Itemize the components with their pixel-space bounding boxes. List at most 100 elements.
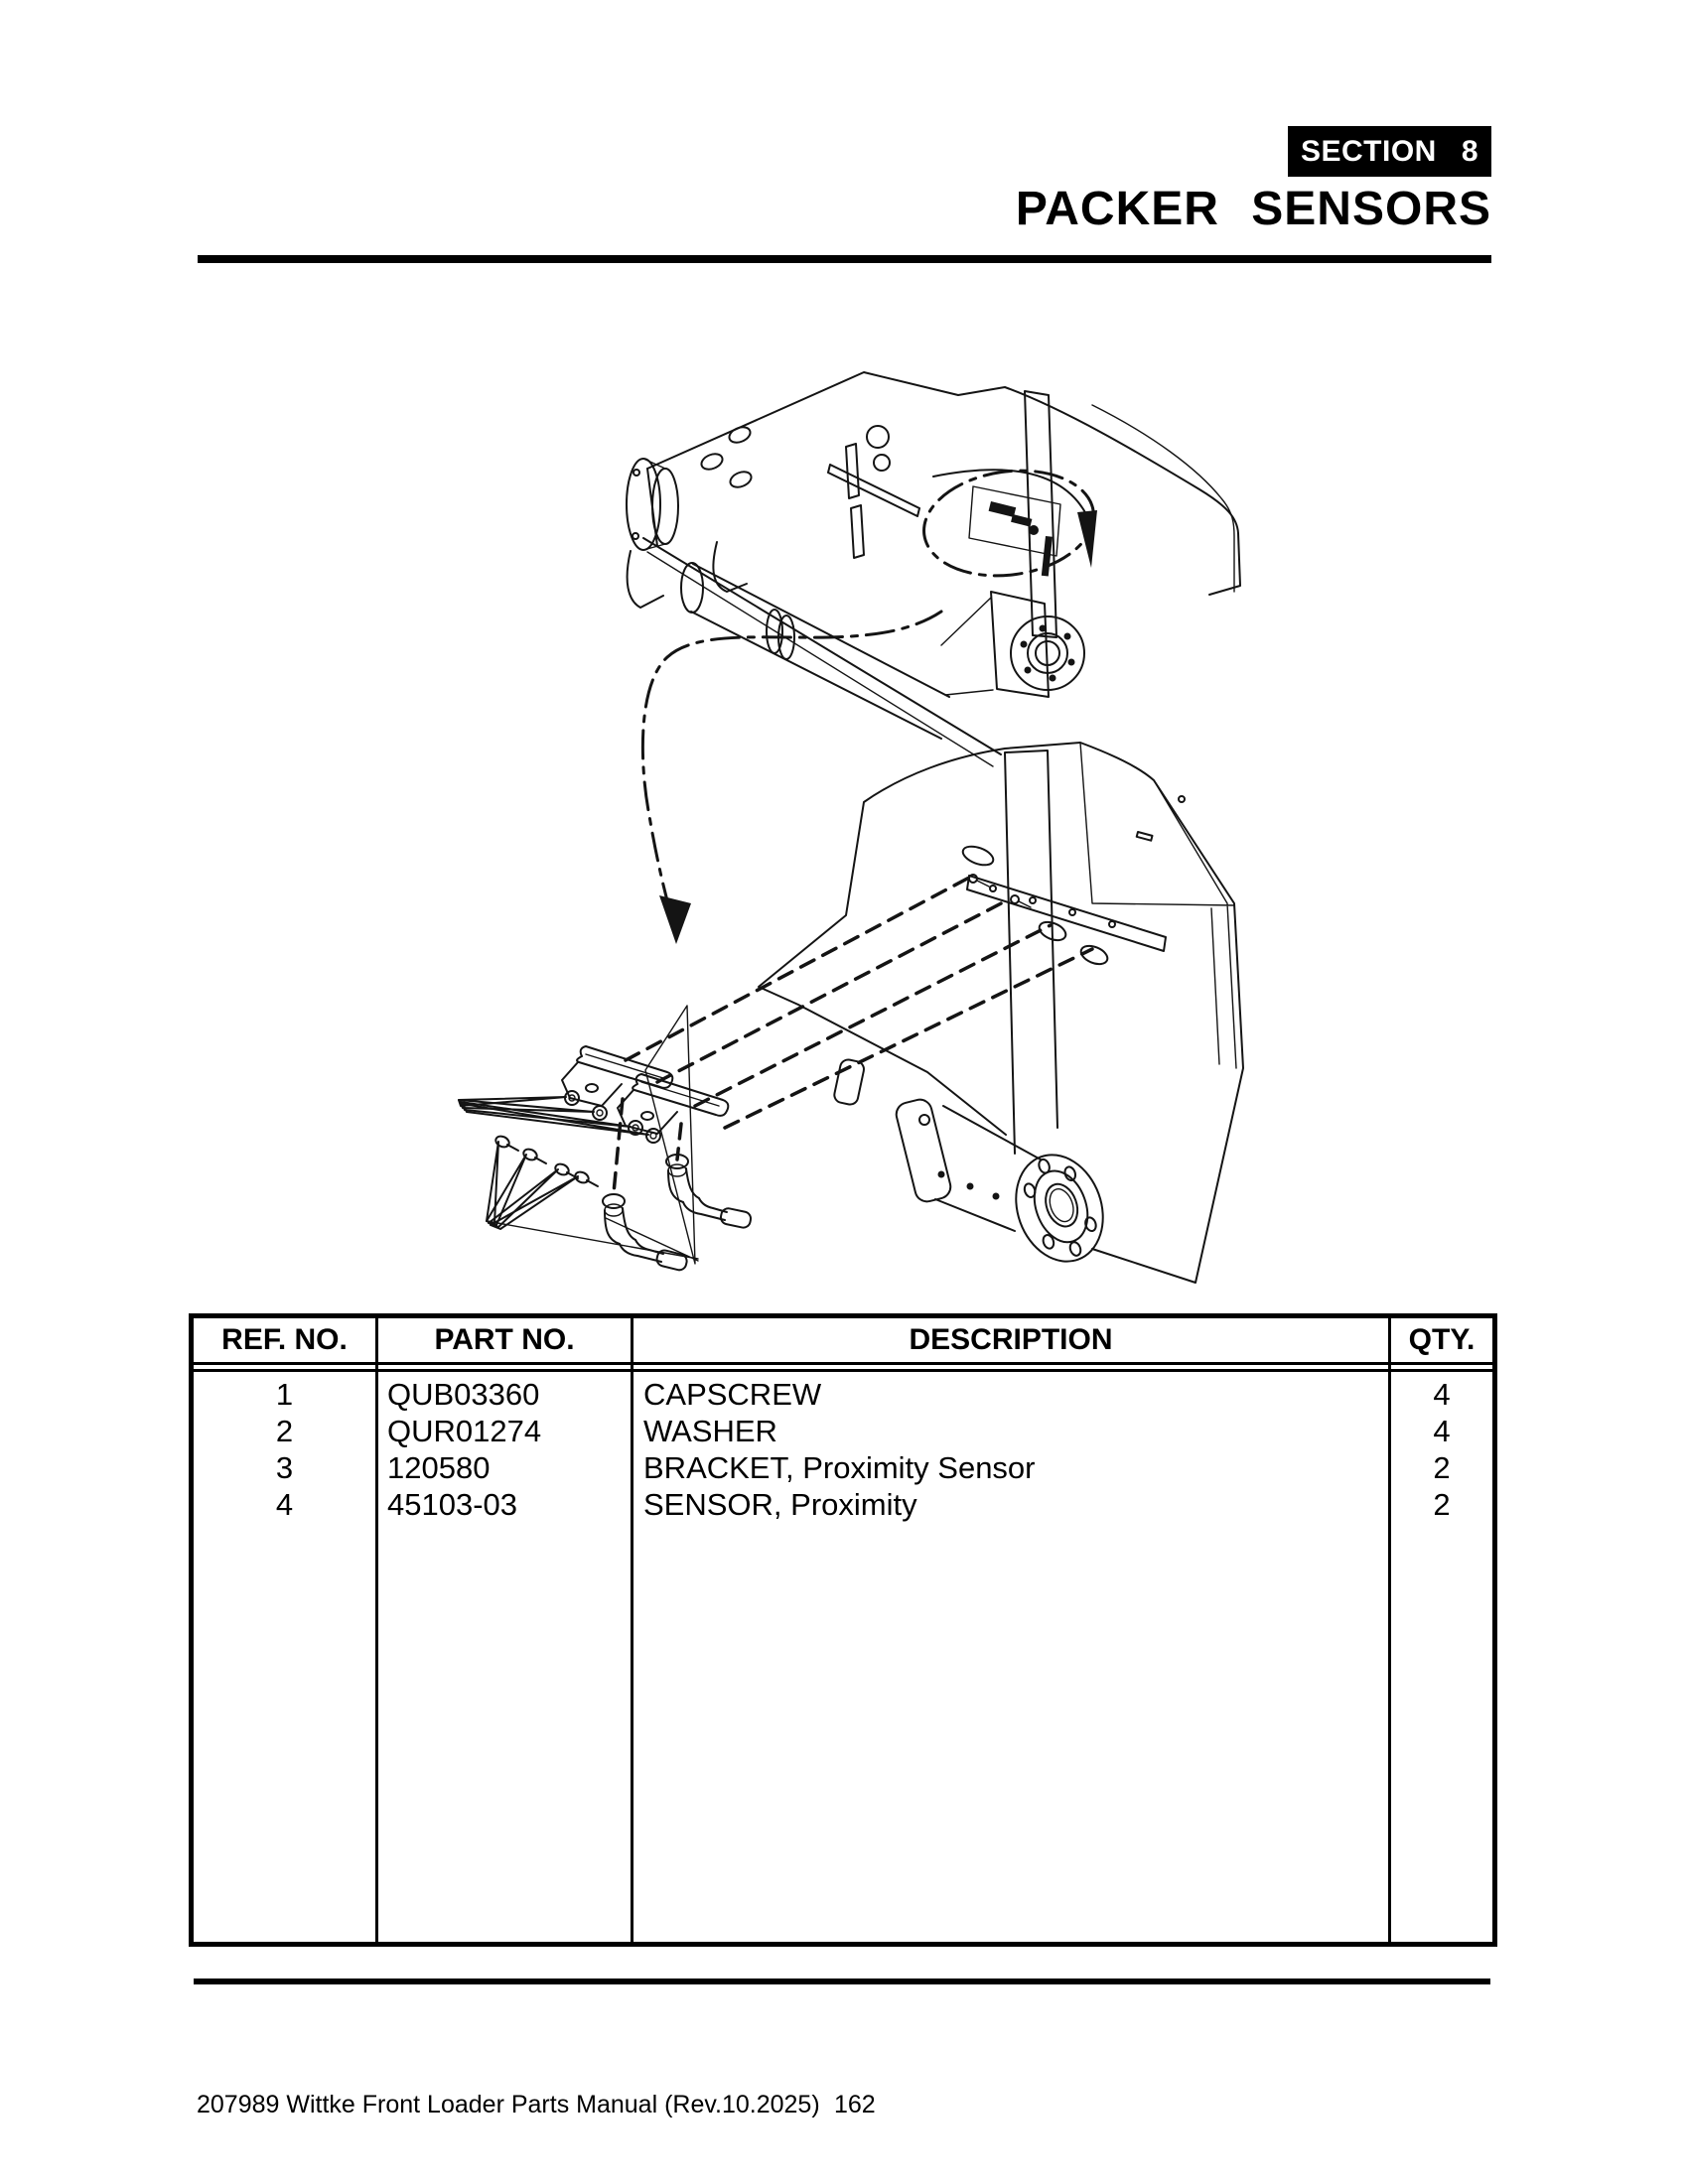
footer-manual-title: 207989 Wittke Front Loader Parts Manual … <box>197 2091 820 2118</box>
cyl-bolt <box>937 1170 945 1178</box>
qty-cell: 2 <box>1433 1450 1451 1485</box>
bar-pad <box>961 845 995 867</box>
cylinder-lines <box>934 1105 1042 1232</box>
bar-pad <box>1079 944 1109 966</box>
plate-hole <box>700 453 724 471</box>
plate-round-hole <box>873 454 891 472</box>
hub-bore-outer <box>1045 1182 1079 1228</box>
hub-flange-ring <box>1033 1169 1089 1244</box>
ref-no-cell: 2 <box>275 1414 294 1448</box>
part-no-cell: 120580 <box>387 1450 491 1485</box>
lower-body-folds <box>1079 742 1237 1069</box>
column-description: DESCRIPTION CAPSCREW WASHER BRACKET, Pro… <box>633 1318 1391 1942</box>
projection-line <box>723 947 1094 1130</box>
cyl-bolt <box>992 1192 1000 1200</box>
exploded-view <box>458 742 1244 1284</box>
proximity-sensor <box>665 1154 753 1229</box>
rotation-arrow-arc <box>932 469 1087 515</box>
washer <box>564 1090 580 1106</box>
capscrew <box>574 1170 599 1187</box>
part-no-cell: QUB03360 <box>387 1377 540 1412</box>
proximity-sensor <box>602 1193 688 1272</box>
bracket-hole <box>640 1111 654 1121</box>
ram-end-cap <box>680 562 704 614</box>
panel-hole <box>1178 795 1186 803</box>
washer-hole <box>596 1109 604 1117</box>
hub-bore <box>1035 640 1060 666</box>
column-ref-no: REF. NO. 1 2 3 4 <box>194 1318 378 1942</box>
leader-arrow-fan-washers <box>458 1096 649 1136</box>
washer <box>628 1120 643 1136</box>
part-no-cell: QUR01274 <box>387 1414 542 1448</box>
capscrew <box>522 1148 547 1164</box>
hub-bolt-hole <box>1068 1241 1082 1257</box>
hub-plate <box>895 1098 952 1203</box>
part-no-cell: 45103-03 <box>387 1487 518 1522</box>
col-header-ref-no: REF. NO. <box>221 1323 348 1356</box>
hub-ring <box>1027 632 1068 674</box>
lower-body-outline <box>758 742 1244 1284</box>
cyl-bolt <box>966 1182 974 1190</box>
left-flange-inner <box>651 468 679 545</box>
body-outline <box>646 371 1241 596</box>
ram-collar <box>766 609 783 654</box>
column-qty: QTY. 4 4 2 2 <box>1391 1318 1492 1942</box>
hub-outer <box>1010 615 1085 691</box>
hub-bore-inner <box>1049 1187 1074 1223</box>
bar-pad <box>1038 920 1067 942</box>
description-cell: CAPSCREW <box>643 1377 822 1412</box>
description-cell: WASHER <box>643 1414 777 1448</box>
bar-hole <box>989 885 997 892</box>
section-number: 8 <box>1461 134 1478 168</box>
washer <box>645 1128 661 1144</box>
hub-bracket <box>990 591 1050 698</box>
section-label: SECTION <box>1301 134 1437 168</box>
hub-bolt-hole <box>1042 1234 1055 1250</box>
plate-slot <box>845 443 865 559</box>
bar-hole <box>1029 896 1037 904</box>
mounting-bar <box>966 875 1167 952</box>
installed-sensor-tip <box>1029 525 1039 535</box>
ram-cylinder <box>690 563 950 740</box>
hub-flange-outer <box>1015 1154 1104 1263</box>
hub-bolt-hole <box>1063 1165 1077 1182</box>
capscrews <box>494 1135 599 1187</box>
long-slot <box>827 464 920 517</box>
bar-hole <box>1108 920 1116 928</box>
installed-sensor <box>1011 514 1033 527</box>
col-header-qty: QTY. <box>1408 1323 1476 1356</box>
column-part-no: PART NO. QUB03360 QUR01274 120580 45103-… <box>378 1318 633 1942</box>
projection-line <box>655 897 1011 1084</box>
packer-assembly-top-view <box>626 371 1241 767</box>
bottom-tube <box>833 1058 865 1106</box>
flange-links <box>642 458 666 551</box>
detail-callout-ellipse <box>922 469 1095 578</box>
pedestal-left <box>626 550 664 609</box>
bar-screw-shank <box>976 880 990 887</box>
ref-no-cell: 1 <box>275 1377 294 1412</box>
pedestal-mid <box>712 541 748 593</box>
bar-screw-shank <box>1018 900 1032 908</box>
proximity-sensor-bracket <box>617 1073 730 1135</box>
washers <box>564 1090 661 1144</box>
col-header-description: DESCRIPTION <box>909 1323 1113 1356</box>
bottom-rule <box>194 1979 1490 1984</box>
plate-round-hole <box>866 425 890 449</box>
flange-bolt <box>633 469 640 477</box>
washer <box>592 1105 608 1121</box>
qty-cell: 2 <box>1433 1487 1451 1522</box>
hub-bolts <box>1020 624 1075 682</box>
ref-no-cell: 4 <box>275 1487 294 1522</box>
plate-hole <box>728 426 752 444</box>
leader-arrow <box>490 1175 579 1230</box>
footer-page-number: 162 <box>834 2091 876 2118</box>
beam-top-edge <box>642 537 1002 755</box>
qty-cell: 4 <box>1433 1377 1451 1412</box>
projection-line <box>624 876 971 1062</box>
hub-bolt-hole <box>1023 1182 1037 1198</box>
projection-line <box>693 923 1053 1108</box>
packer-sensors-illustration <box>397 347 1291 1300</box>
projection-line-vertical <box>612 1097 625 1195</box>
bar-hole <box>1068 908 1076 916</box>
